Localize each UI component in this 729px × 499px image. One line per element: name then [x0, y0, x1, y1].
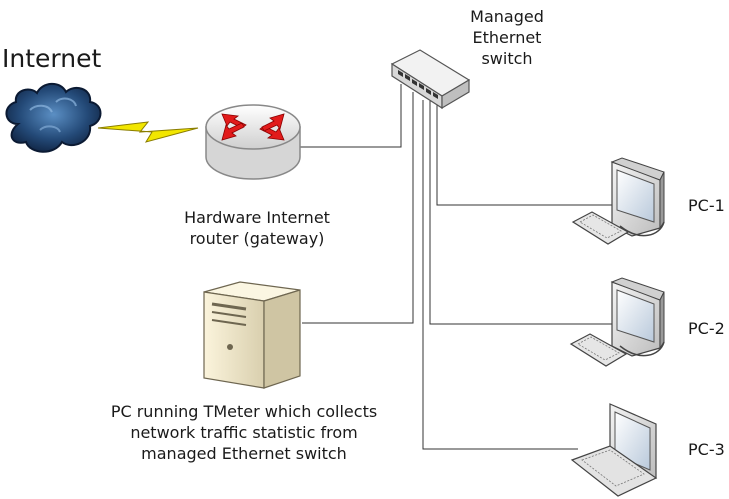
router-label-line: Hardware Internet — [184, 208, 330, 227]
pc2-label: PC-2 — [688, 319, 725, 338]
switch-label: Managed Ethernet switch — [452, 6, 562, 69]
server-label: PC running TMeter which collects network… — [88, 401, 400, 464]
server-label-line: PC running TMeter which collects — [110, 402, 378, 421]
internet-label: Internet — [2, 44, 102, 73]
desktop-computer-icon — [571, 157, 665, 245]
router-label: Hardware Internet router (gateway) — [162, 207, 352, 249]
switch-label-line: Ethernet — [472, 28, 542, 47]
server-label-line: network traffic statistic from — [130, 423, 358, 442]
wire-switch-pc3 — [422, 100, 578, 450]
laptop-icon — [570, 403, 658, 497]
wire-switch-pc1 — [436, 100, 612, 206]
server-label-line: managed Ethernet switch — [141, 444, 347, 463]
pc1-label: PC-1 — [688, 196, 725, 215]
lightning-icon — [97, 121, 199, 143]
wire-server-switch — [302, 92, 414, 324]
router-icon — [205, 104, 301, 180]
wire-switch-pc2 — [429, 100, 612, 325]
cloud-icon — [5, 82, 102, 153]
wire-router-switch — [300, 84, 402, 148]
desktop-computer-icon — [569, 277, 665, 367]
switch-icon — [390, 49, 471, 110]
switch-label-line: switch — [481, 49, 533, 68]
switch-label-line: Managed — [470, 7, 544, 26]
server-tower-icon — [203, 281, 301, 389]
pc3-label: PC-3 — [688, 440, 725, 459]
router-label-line: router (gateway) — [189, 229, 325, 248]
network-wires — [300, 84, 612, 450]
